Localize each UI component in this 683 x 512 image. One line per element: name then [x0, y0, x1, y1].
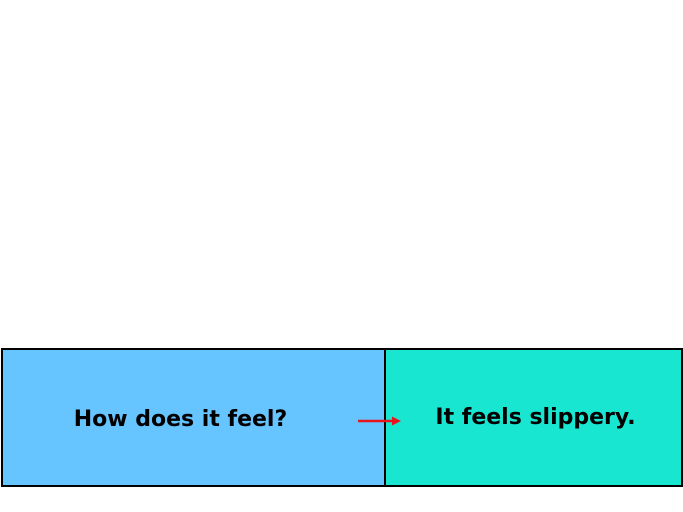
answer-text: It feels slippery.	[435, 405, 636, 430]
right-arrow-icon	[358, 416, 401, 426]
question-box: How does it feel?	[1, 348, 386, 487]
arrow-head	[392, 416, 401, 426]
question-text: How does it feel?	[73, 407, 288, 432]
answer-box: It feels slippery.	[384, 348, 683, 487]
